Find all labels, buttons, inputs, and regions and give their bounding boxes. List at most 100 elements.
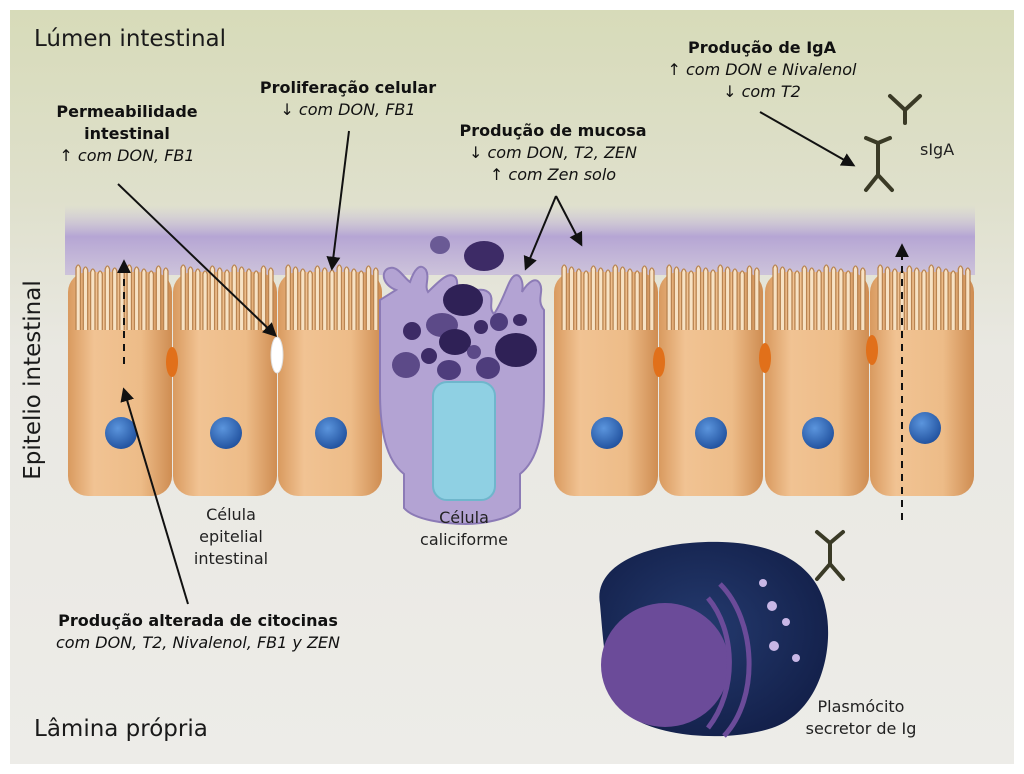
microvillus (358, 270, 365, 330)
microvillus (597, 267, 604, 330)
microvillus (253, 270, 260, 330)
microvillus (314, 265, 321, 330)
microvillus (307, 270, 313, 330)
enterocyte-nuclei (105, 412, 941, 449)
microvillus (111, 267, 118, 330)
arrow-permeability (117, 183, 278, 337)
microvillus (329, 269, 335, 330)
microvillus (891, 268, 898, 330)
iga-title: Produção de IgA (688, 38, 836, 57)
goblet-cell (379, 236, 545, 526)
annotation-cytokines: Produção alterada de citocinas com DON, … (28, 610, 368, 654)
microvillus (830, 266, 837, 330)
arrow-proliferation (326, 130, 350, 271)
microvillus (852, 265, 859, 330)
microvillus (292, 266, 299, 330)
arrow-iga (759, 111, 856, 167)
microvillus (746, 265, 753, 330)
microvillus (187, 266, 194, 330)
microvillus (884, 266, 891, 330)
microvillus (753, 267, 760, 330)
microvillus (695, 265, 702, 330)
microvillus (583, 270, 589, 330)
microvillus (680, 268, 687, 330)
microvillus (739, 270, 746, 330)
microvillus (838, 268, 844, 330)
microvillus (238, 266, 245, 330)
microvillus (575, 268, 582, 330)
microvillus (786, 268, 793, 330)
arrow-cytokines (120, 387, 189, 605)
microvillus (561, 264, 568, 330)
epithelium-label: Epitelio intestinal (20, 280, 46, 480)
arrow-mucus-2 (555, 195, 583, 247)
microvillus (612, 264, 619, 330)
microvillus (148, 270, 155, 330)
microvillus (336, 264, 343, 330)
microvillus (634, 270, 641, 330)
microvillus (141, 268, 147, 330)
microvillus (823, 264, 830, 330)
microvillus (202, 270, 208, 330)
microvillus (877, 264, 884, 330)
microvillus (104, 265, 111, 330)
microvillus (794, 270, 800, 330)
microvillus (935, 266, 942, 330)
microvillus (231, 264, 238, 330)
microvillus (89, 268, 96, 330)
microvillus (808, 267, 815, 330)
microvillus (209, 265, 216, 330)
microvillus (321, 267, 328, 330)
microvillus (648, 267, 655, 330)
microvillus (964, 267, 971, 330)
microvillus (702, 267, 709, 330)
microvillus (673, 266, 680, 330)
microvillus (801, 265, 808, 330)
microvillus (928, 264, 935, 330)
microvillus (285, 264, 292, 330)
cytokines-effect: com DON, T2, Nivalenol, FB1 y ZEN (56, 633, 340, 652)
permeability-effect: ↑ com DON, FB1 (59, 146, 195, 165)
microvillus (133, 266, 140, 330)
microvillus (97, 270, 103, 330)
label-goblet-cell: Célula caliciforme (420, 508, 508, 549)
microvillus (717, 264, 724, 330)
microvillus (162, 267, 169, 330)
microvillus (260, 265, 267, 330)
microvillus (126, 264, 133, 330)
microvillus (180, 264, 187, 330)
microvillus (194, 268, 201, 330)
permeability-title-2: intestinal (84, 124, 170, 143)
arrow-mucus-1 (523, 195, 557, 271)
annotation-permeability: Permeabilidade intestinal ↑ com DON, FB1 (44, 101, 210, 167)
microvillus (641, 265, 648, 330)
microvillus (605, 269, 611, 330)
mucus-effect-2: ↑ com Zen solo (489, 165, 617, 184)
microvillus (75, 264, 82, 330)
mucus-effect-1: ↓ com DON, T2, ZEN (469, 143, 637, 162)
microvillus (224, 269, 230, 330)
microvillus (921, 269, 927, 330)
microvillus (772, 264, 779, 330)
mucus-layer (65, 205, 975, 275)
microvillus (732, 268, 738, 330)
iga-effect-1: ↑ com DON e Nivalenol (667, 60, 857, 79)
microvillus (906, 265, 913, 330)
microvillus (216, 267, 223, 330)
microvillus (365, 265, 372, 330)
microvillus (943, 268, 949, 330)
annotation-mucus: Produção de mucosa ↓ com DON, T2, ZEN ↑ … (448, 120, 658, 186)
siga-antibody-icon (864, 136, 894, 192)
mucus-title: Produção de mucosa (459, 121, 647, 140)
microvillus (246, 268, 252, 330)
microvillus (299, 268, 306, 330)
microvillus (155, 265, 162, 330)
secreted-antibody-icon (815, 530, 845, 581)
microvillus (590, 265, 597, 330)
microvillus (859, 267, 866, 330)
microvillus (619, 266, 626, 330)
microvillus (568, 266, 575, 330)
lamina-propria-label: Lâmina própria (34, 716, 208, 742)
